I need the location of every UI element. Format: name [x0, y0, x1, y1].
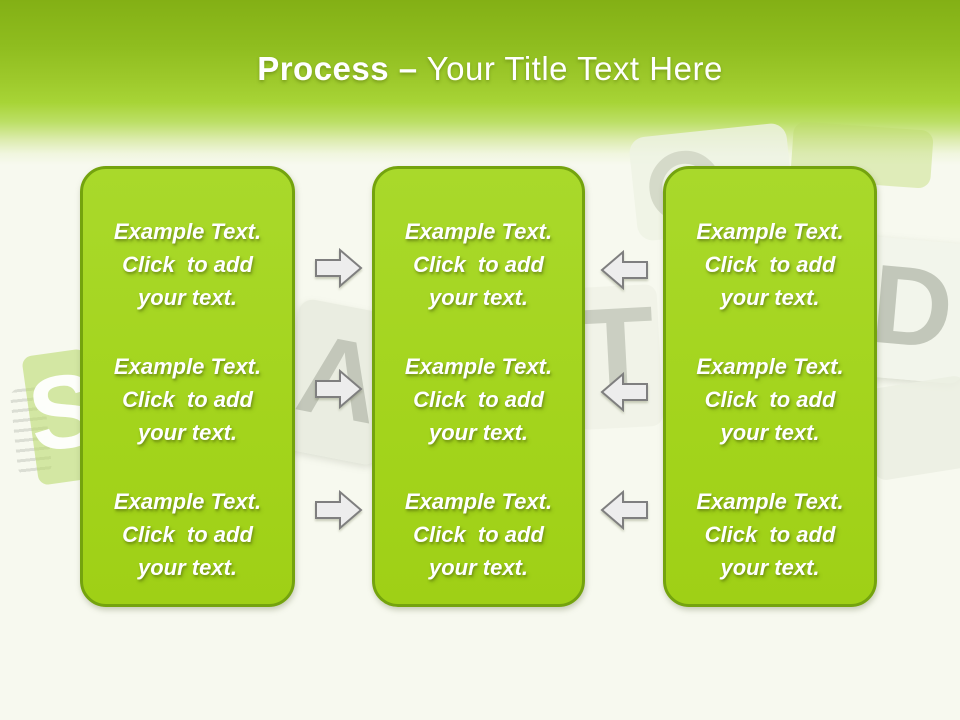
placeholder-text[interactable]: Example Text. Click to add your text.	[404, 219, 553, 310]
arrow-right-shape	[315, 489, 363, 531]
process-column-3[interactable]: Example Text. Click to add your text. Ex…	[663, 166, 877, 607]
placeholder-text[interactable]: Example Text. Click to add your text.	[404, 489, 553, 580]
arrow-right-shape	[315, 368, 363, 410]
placeholder-text[interactable]: Example Text. Click to add your text.	[696, 219, 844, 310]
arrow-left-shape	[600, 489, 648, 531]
process-column-1[interactable]: Example Text. Click to add your text. Ex…	[80, 166, 295, 607]
slide-title[interactable]: Process –Your Title Text Here	[0, 50, 960, 88]
arrow-right-shape	[315, 247, 363, 289]
title-rest: Your Title Text Here	[426, 50, 723, 87]
arrow-left-shape	[600, 371, 648, 413]
arrow-right-icon	[315, 489, 363, 531]
process-column-2[interactable]: Example Text. Click to add your text. Ex…	[372, 166, 585, 607]
arrow-left-icon	[600, 249, 648, 291]
title-emphasis: Process –	[257, 50, 418, 87]
arrow-right-icon	[315, 247, 363, 289]
arrow-left-icon	[600, 371, 648, 413]
arrow-left-icon	[600, 489, 648, 531]
placeholder-text[interactable]: Example Text. Click to add your text.	[404, 354, 553, 445]
placeholder-text[interactable]: Example Text. Click to add your text.	[113, 219, 262, 310]
placeholder-text[interactable]: Example Text. Click to add your text.	[113, 489, 262, 580]
placeholder-text[interactable]: Example Text. Click to add your text.	[113, 354, 262, 445]
placeholder-text[interactable]: Example Text. Click to add your text.	[696, 489, 844, 580]
placeholder-text[interactable]: Example Text. Click to add your text.	[696, 354, 844, 445]
header-band	[0, 0, 960, 165]
arrow-right-icon	[315, 368, 363, 410]
arrow-left-shape	[600, 249, 648, 291]
